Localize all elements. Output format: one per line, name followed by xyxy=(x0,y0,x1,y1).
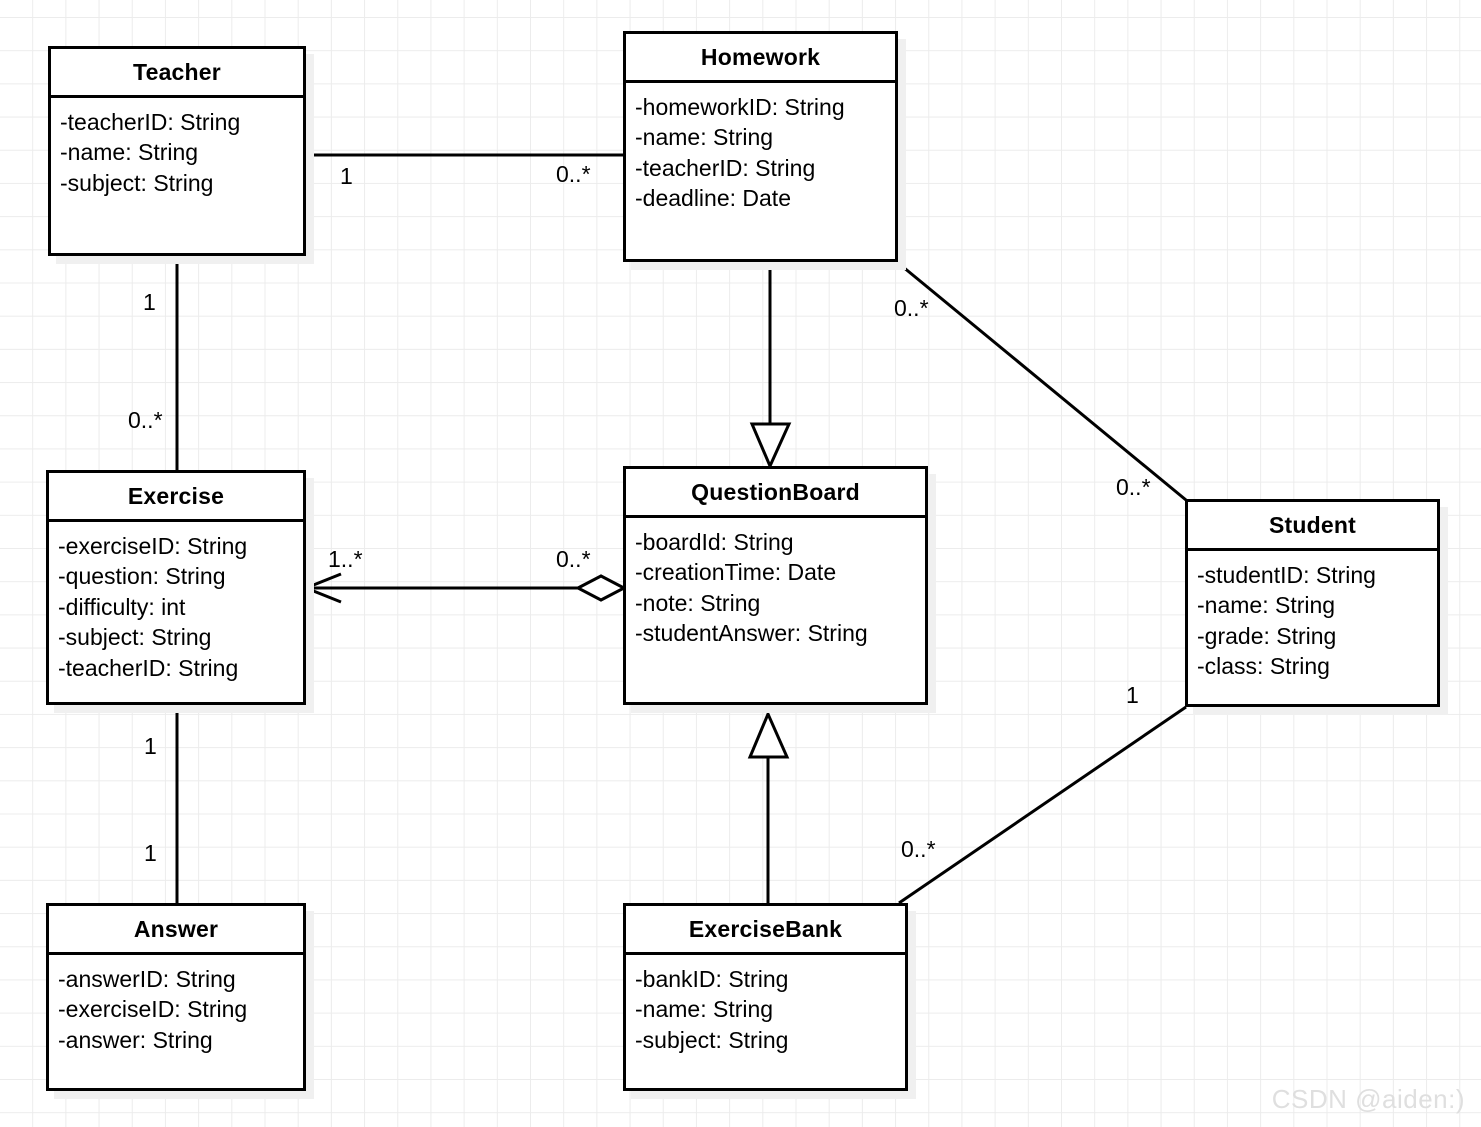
attribute-row: -class: String xyxy=(1197,653,1330,680)
attribute-row: -name: String xyxy=(60,139,199,166)
attribute-row: -teacherID: String xyxy=(635,154,816,181)
class-title-exercise: Exercise xyxy=(49,473,303,522)
multiplicity-label-questionboard-exercise-source: 0..* xyxy=(556,546,591,572)
attribute-row: -subject: String xyxy=(60,169,214,196)
attribute-row: -boardId: String xyxy=(635,529,794,555)
multiplicity-label-student-exercisebank-source: 1 xyxy=(1126,682,1139,708)
attribute-row: -subject: String xyxy=(58,624,212,651)
attribute-row: -teacherID: String xyxy=(58,654,239,681)
class-title-homework: Homework xyxy=(626,34,895,83)
attribute-row: -exerciseID: String xyxy=(58,996,248,1023)
class-title-exercisebank: ExerciseBank xyxy=(626,906,905,955)
multiplicity-label-homework-student-target: 0..* xyxy=(1116,474,1151,500)
class-box-homework[interactable]: Homework -homeworkID: String -name: Stri… xyxy=(623,31,898,262)
multiplicity-label-teacher-homework-source: 1 xyxy=(340,163,353,189)
attribute-row: -question: String xyxy=(58,563,226,590)
attribute-row: -teacherID: String xyxy=(60,109,241,135)
class-box-answer[interactable]: Answer -answerID: String -exerciseID: St… xyxy=(46,903,306,1091)
class-box-questionboard[interactable]: QuestionBoard -boardId: String -creation… xyxy=(623,466,928,705)
csdn-watermark: CSDN @aiden:) xyxy=(1271,1084,1465,1114)
class-attributes-questionboard: -boardId: String -creationTime: Date -no… xyxy=(626,518,925,649)
attribute-row: -grade: String xyxy=(1197,622,1337,649)
attribute-row: -creationTime: Date xyxy=(635,559,837,586)
attribute-row: -name: String xyxy=(1197,592,1336,619)
class-attributes-exercisebank: -bankID: String -name: String -subject: … xyxy=(626,955,905,1055)
multiplicity-label-teacher-homework-target: 0..* xyxy=(556,161,591,187)
multiplicity-label-teacher-exercise-target: 0..* xyxy=(128,407,163,433)
class-attributes-answer: -answerID: String -exerciseID: String -a… xyxy=(49,955,303,1055)
class-attributes-teacher: -teacherID: String -name: String -subjec… xyxy=(51,98,303,198)
edge-homework-student xyxy=(896,260,1187,502)
multiplicity-label-teacher-exercise-source: 1 xyxy=(143,289,156,315)
class-box-exercise[interactable]: Exercise -exerciseID: String -question: … xyxy=(46,470,306,705)
open-arrowhead-exercise xyxy=(301,572,342,604)
class-title-questionboard: QuestionBoard xyxy=(626,469,925,518)
attribute-row: -subject: String xyxy=(635,1026,789,1053)
generalization-triangle-questionboard-from-exercisebank xyxy=(747,710,790,759)
attribute-row: -studentID: String xyxy=(1197,562,1376,588)
attribute-row: -note: String xyxy=(635,589,761,616)
class-box-teacher[interactable]: Teacher -teacherID: String -name: String… xyxy=(48,46,306,256)
multiplicity-label-student-exercisebank-target: 0..* xyxy=(901,836,936,862)
class-box-student[interactable]: Student -studentID: String -name: String… xyxy=(1185,499,1440,707)
attribute-row: -difficulty: int xyxy=(58,593,186,620)
attribute-row: -studentAnswer: String xyxy=(635,620,868,647)
attribute-row: -answer: String xyxy=(58,1026,213,1053)
class-title-answer: Answer xyxy=(49,906,303,955)
class-attributes-exercise: -exerciseID: String -question: String -d… xyxy=(49,522,303,683)
attribute-row: -deadline: Date xyxy=(635,185,791,212)
edge-student-exercisebank xyxy=(898,705,1187,905)
attribute-row: -homeworkID: String xyxy=(635,94,845,120)
attribute-row: -answerID: String xyxy=(58,966,236,992)
multiplicity-label-exercise-answer-source: 1 xyxy=(144,733,157,759)
generalization-triangle-questionboard-from-homework xyxy=(749,422,792,470)
multiplicity-label-exercise-answer-target: 1 xyxy=(144,840,157,866)
attribute-row: -name: String xyxy=(635,124,774,151)
attribute-row: -name: String xyxy=(635,996,774,1023)
attribute-row: -bankID: String xyxy=(635,966,789,992)
class-title-teacher: Teacher xyxy=(51,49,303,98)
class-title-student: Student xyxy=(1188,502,1437,551)
class-box-exercisebank[interactable]: ExerciseBank -bankID: String -name: Stri… xyxy=(623,903,908,1091)
class-attributes-homework: -homeworkID: String -name: String -teach… xyxy=(626,83,895,214)
aggregation-diamond-questionboard xyxy=(574,574,628,602)
multiplicity-label-questionboard-exercise-target: 1..* xyxy=(328,546,363,572)
class-attributes-student: -studentID: String -name: String -grade:… xyxy=(1188,551,1437,682)
multiplicity-label-homework-student-source: 0..* xyxy=(894,295,929,321)
attribute-row: -exerciseID: String xyxy=(58,533,248,559)
